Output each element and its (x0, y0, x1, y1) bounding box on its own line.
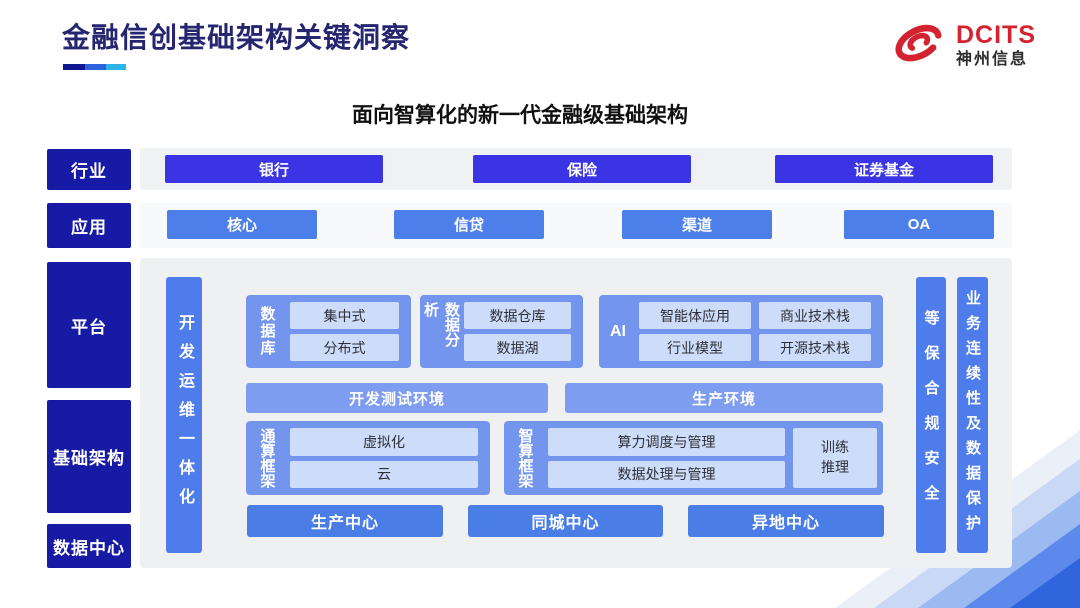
ai-item: 开源技术栈 (759, 334, 871, 361)
ai-item: 商业技术栈 (759, 302, 871, 329)
training-inference-line: 训练 (821, 439, 849, 456)
app-item-channel: 渠道 (622, 210, 772, 239)
analytics-item: 数据仓库 (464, 302, 571, 329)
analytics-block-label: 数据分析 (422, 302, 460, 347)
same-city-center-box: 同城中心 (468, 505, 663, 537)
analytics-item: 数据湖 (464, 334, 571, 361)
general-compute-item: 云 (290, 460, 478, 488)
industry-item-insurance: 保险 (473, 155, 691, 183)
layer-label-industry: 行业 (47, 149, 131, 190)
devops-bar: 开发运维一体化 (166, 277, 202, 553)
industry-item-securities: 证券基金 (775, 155, 993, 183)
ai-item: 智能体应用 (639, 302, 751, 329)
continuity-bar: 业务连续性及数据保护 (957, 277, 988, 553)
security-bar: 等保合规安全 (916, 277, 946, 553)
ai-item: 行业模型 (639, 334, 751, 361)
underline-segment (106, 64, 126, 70)
general-compute-item: 虚拟化 (290, 428, 478, 456)
layer-label-datacenter: 数据中心 (47, 524, 131, 568)
app-item-core: 核心 (167, 210, 317, 239)
production-env-box: 生产环境 (565, 383, 883, 413)
database-item: 集中式 (290, 302, 399, 329)
production-center-box: 生产中心 (247, 505, 443, 537)
title-underline (63, 64, 126, 70)
logo-company-text: 神州信息 (956, 51, 1029, 68)
dev-test-env-box: 开发测试环境 (246, 383, 548, 413)
general-compute-block: 通算框架 虚拟化 云 (246, 421, 490, 495)
app-item-credit: 信贷 (394, 210, 544, 239)
underline-segment (85, 64, 106, 70)
devops-bar-label: 开发运维一体化 (176, 313, 193, 517)
page-title: 金融信创基础架构关键洞察 (62, 22, 411, 53)
general-compute-label: 通算框架 (258, 428, 276, 488)
remote-center-box: 异地中心 (688, 505, 884, 537)
layer-label-infrastructure: 基础架构 (47, 400, 131, 513)
dcits-logo: DCITS 神州信息 (888, 16, 1036, 75)
database-block: 数据库 集中式 分布式 (246, 295, 411, 368)
ai-block: AI 智能体应用 商业技术栈 行业模型 开源技术栈 (599, 295, 883, 368)
layer-label-platform: 平台 (47, 262, 131, 388)
layer-label-application: 应用 (47, 203, 131, 248)
dcits-swirl-icon (888, 16, 948, 75)
security-bar-label: 等保合规安全 (922, 310, 940, 520)
database-item: 分布式 (290, 334, 399, 361)
analytics-block: 数据分析 数据仓库 数据湖 (420, 295, 583, 368)
training-inference-box: 训练 推理 (793, 428, 877, 488)
logo-brand-text: DCITS (956, 21, 1036, 49)
intelligent-compute-item: 算力调度与管理 (548, 428, 785, 456)
continuity-bar-label: 业务连续性及数据保护 (964, 290, 981, 540)
intelligent-compute-item: 数据处理与管理 (548, 460, 785, 488)
training-inference-line: 推理 (821, 459, 849, 475)
app-item-oa: OA (844, 210, 994, 239)
ai-block-label: AI (610, 322, 626, 340)
underline-segment (63, 64, 85, 70)
industry-item-bank: 银行 (165, 155, 383, 183)
intelligent-compute-label: 智算框架 (516, 428, 534, 488)
diagram-title: 面向智算化的新一代金融级基础架构 (352, 104, 688, 127)
intelligent-compute-block: 智算框架 算力调度与管理 数据处理与管理 训练 推理 (504, 421, 883, 495)
database-block-label: 数据库 (258, 306, 276, 357)
